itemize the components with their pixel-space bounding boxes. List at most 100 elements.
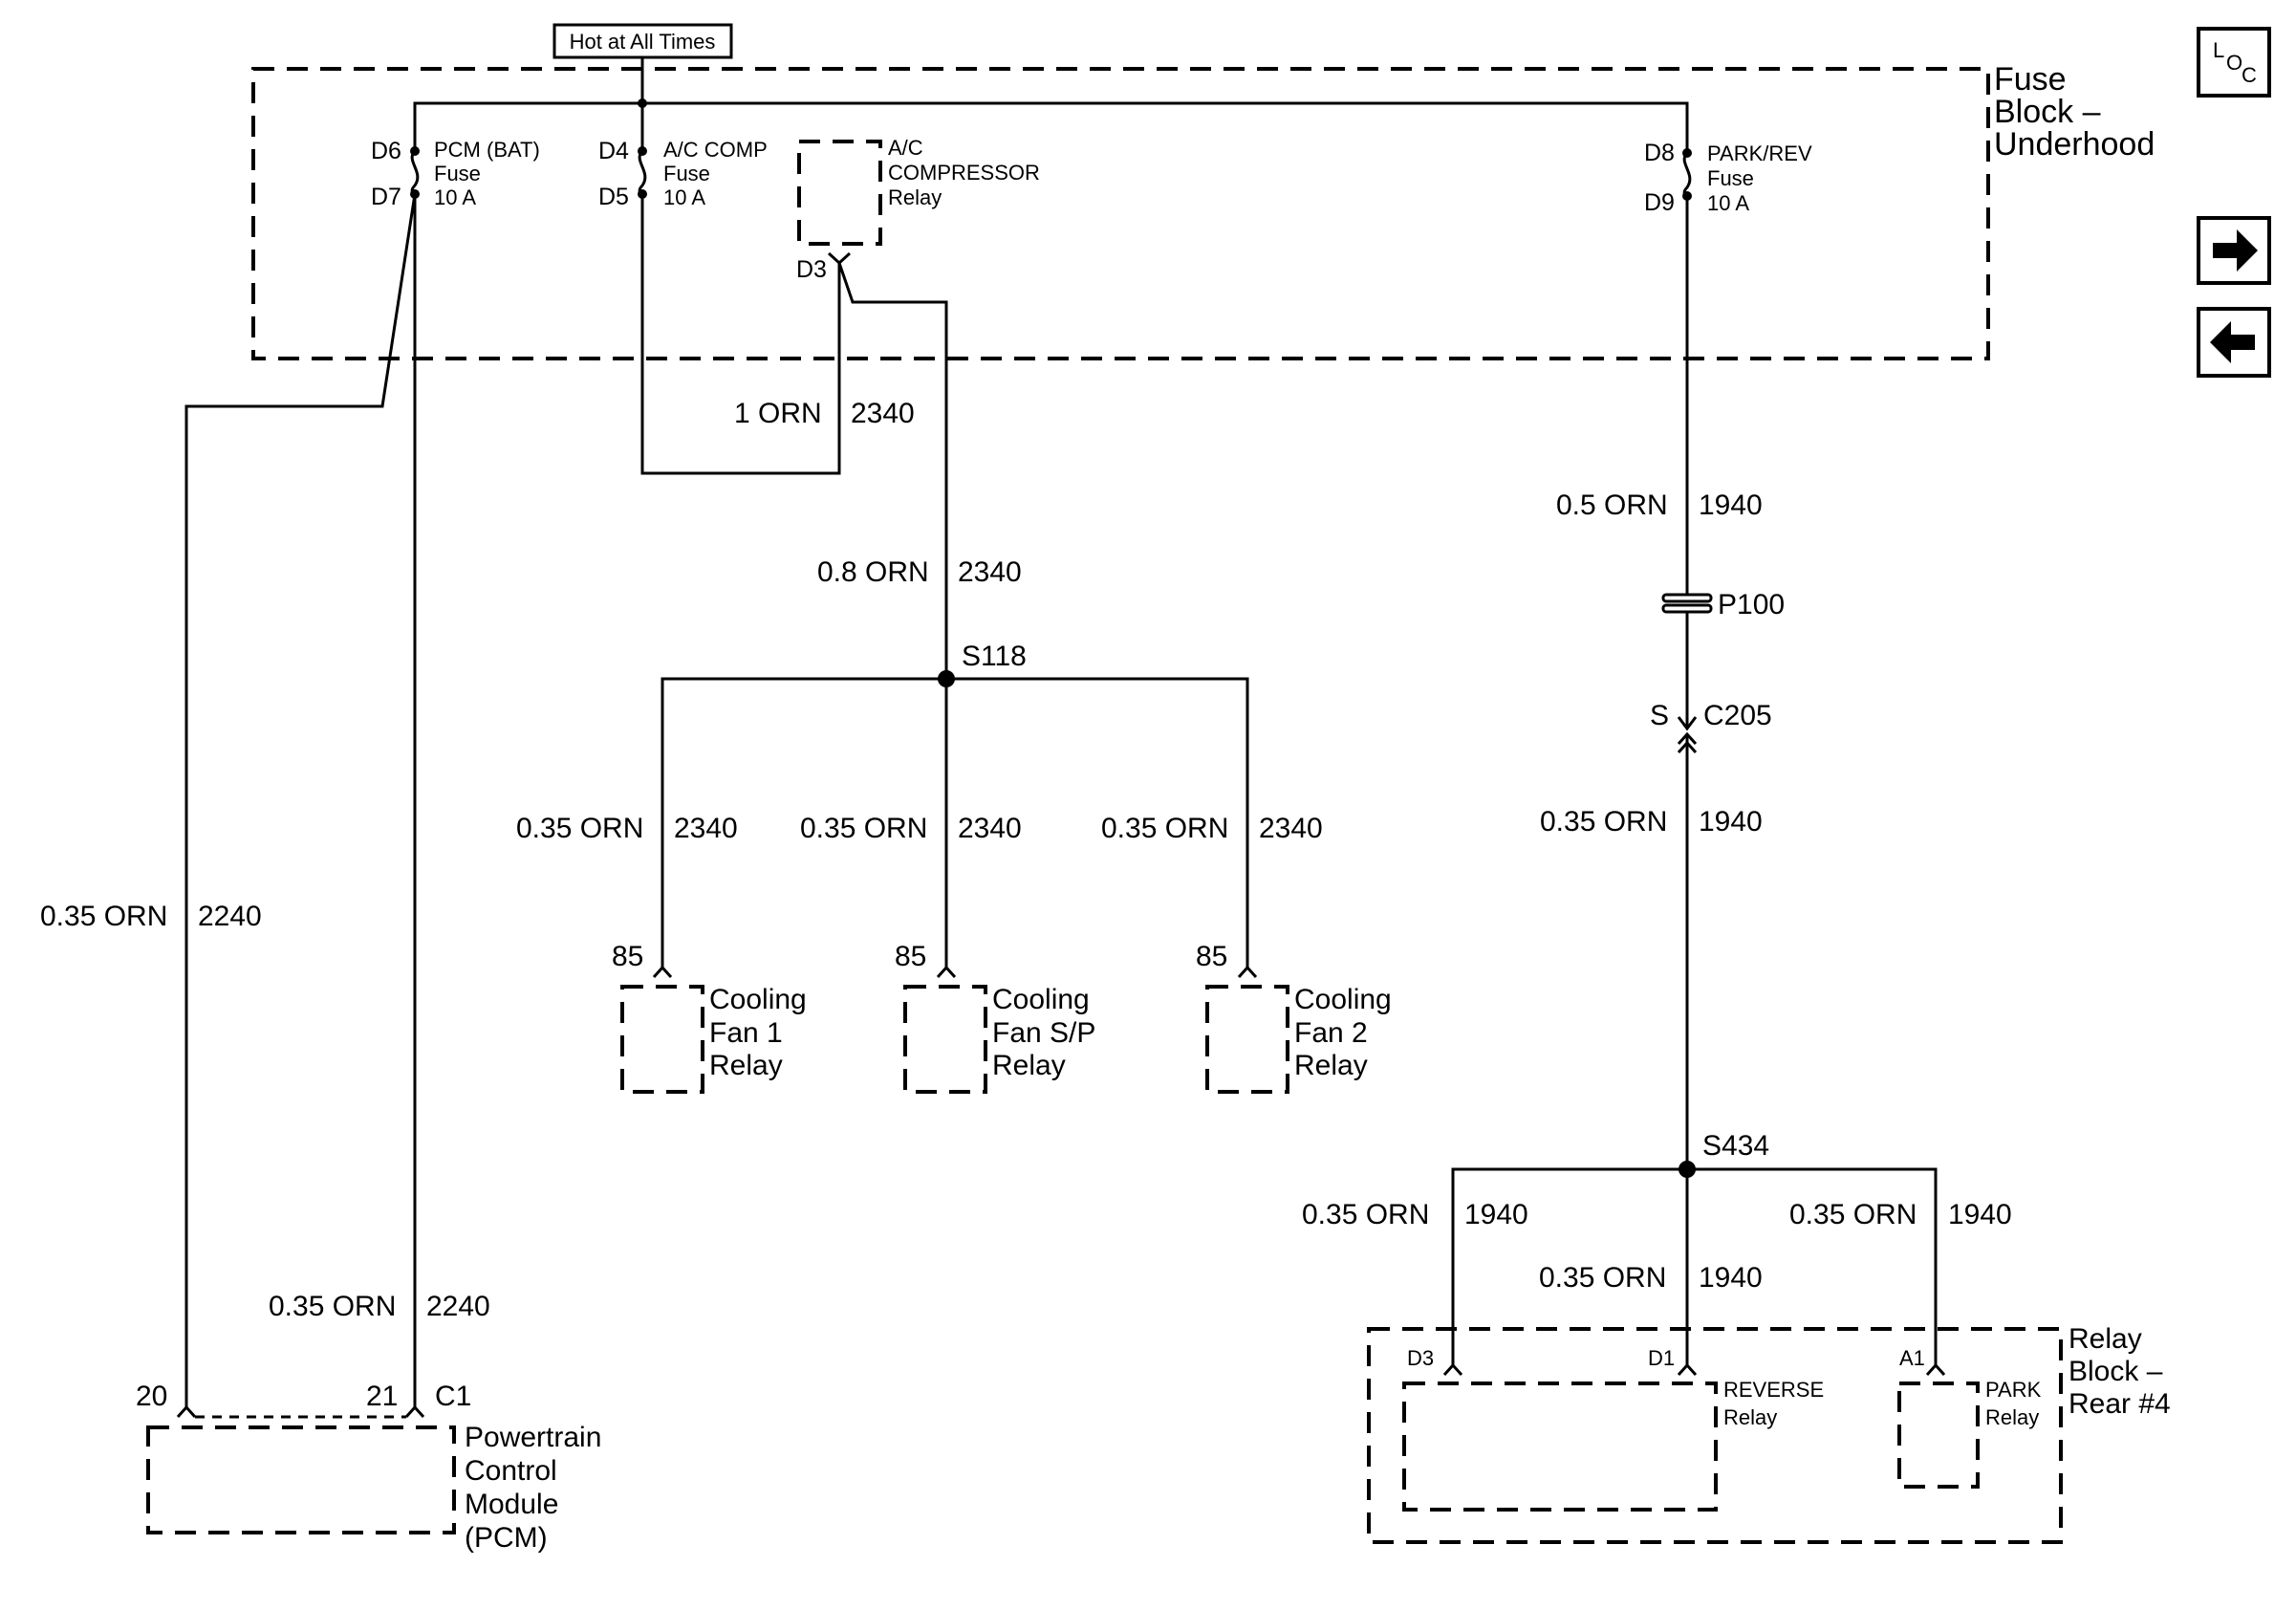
- circuit-label-acloop: 2340: [851, 398, 915, 429]
- relay-block-rear-4: [1367, 1327, 2063, 1544]
- fuse-pcm-bat: D6 D7 PCM (BAT) Fuse 10 A: [371, 138, 540, 210]
- ac-relay-output-wire: [837, 262, 948, 679]
- svg-text:Fuse: Fuse: [434, 162, 481, 185]
- pcm-battery-wire-left: [184, 193, 417, 1407]
- svg-text:Relay: Relay: [1723, 1405, 1777, 1429]
- circuit-label-fansp: 2340: [958, 813, 1022, 844]
- svg-text:Block –: Block –: [2069, 1356, 2163, 1387]
- wire-label-fan1: 0.35 ORN: [516, 813, 643, 844]
- svg-text:Cooling: Cooling: [1294, 984, 1392, 1015]
- svg-text:D3: D3: [1407, 1346, 1434, 1370]
- svg-text:Cooling: Cooling: [992, 984, 1090, 1015]
- svg-text:Hot at All Times: Hot at All Times: [570, 30, 716, 54]
- svg-text:Fan 2: Fan 2: [1294, 1017, 1368, 1049]
- svg-text:PCM (BAT): PCM (BAT): [434, 138, 540, 162]
- svg-text:Block –: Block –: [1994, 94, 2101, 130]
- svg-text:Control: Control: [465, 1455, 557, 1487]
- svg-text:PARK: PARK: [1985, 1378, 2042, 1402]
- arrow-right-icon[interactable]: [2197, 216, 2271, 285]
- svg-text:Module: Module: [465, 1489, 558, 1520]
- svg-text:C205: C205: [1703, 700, 1772, 731]
- svg-text:20: 20: [136, 1381, 167, 1412]
- svg-text:Relay: Relay: [888, 185, 942, 209]
- svg-text:(PCM): (PCM): [465, 1522, 548, 1554]
- wire-label-park-mid: 0.35 ORN: [1540, 806, 1667, 838]
- svg-text:A/C COMP: A/C COMP: [663, 138, 768, 162]
- splice-s118-label: S118: [962, 641, 1027, 672]
- arrow-left-icon[interactable]: [2197, 307, 2271, 378]
- svg-text:COMPRESSOR: COMPRESSOR: [888, 161, 1040, 185]
- svg-text:Relay: Relay: [992, 1050, 1066, 1081]
- svg-text:Relay: Relay: [2069, 1323, 2142, 1355]
- wire-label-ac-out: 0.8 ORN: [817, 556, 929, 588]
- svg-text:D7: D7: [371, 184, 401, 210]
- circuit-label-s434-left: 1940: [1464, 1199, 1528, 1230]
- svg-text:D8: D8: [1644, 140, 1675, 166]
- fuse-park-rev: D8 D9 PARK/REV Fuse 10 A: [1644, 140, 1812, 216]
- cooling-fan-2-relay: 85 Cooling Fan 2 Relay: [1196, 941, 1392, 1094]
- svg-text:P100: P100: [1718, 589, 1785, 620]
- fuse-ac-comp: D4 D5 A/C COMP Fuse 10 A: [598, 103, 768, 210]
- circuit-label-ac-out: 2340: [958, 556, 1022, 588]
- svg-text:D1: D1: [1648, 1346, 1675, 1370]
- wire-label-pcm-left: 0.35 ORN: [40, 901, 167, 932]
- svg-text:Fuse: Fuse: [1994, 61, 2067, 98]
- circuit-label-pcm-left: 2240: [198, 901, 262, 932]
- svg-text:D9: D9: [1644, 189, 1675, 216]
- svg-text:L: L: [2213, 38, 2224, 62]
- circuit-label-s434-center: 1940: [1699, 1262, 1763, 1294]
- wire-label-park-top: 0.5 ORN: [1556, 490, 1668, 521]
- svg-text:Fan S/P: Fan S/P: [992, 1017, 1095, 1049]
- svg-text:D4: D4: [598, 138, 629, 164]
- svg-text:Powertrain: Powertrain: [465, 1422, 601, 1453]
- wire-label-pcm-right: 0.35 ORN: [269, 1291, 396, 1322]
- ac-compressor-relay: A/C COMPRESSOR Relay D3: [796, 136, 1040, 283]
- connector-c205: S C205: [1650, 700, 1772, 754]
- svg-text:85: 85: [612, 941, 643, 972]
- svg-text:S: S: [1650, 700, 1669, 731]
- wire-label-s434-center: 0.35 ORN: [1539, 1262, 1666, 1294]
- svg-text:85: 85: [1196, 941, 1227, 972]
- svg-text:10 A: 10 A: [434, 185, 476, 209]
- svg-text:Fuse: Fuse: [663, 162, 710, 185]
- loc-icon[interactable]: L O C: [2197, 27, 2271, 98]
- wire-label-fansp: 0.35 ORN: [800, 813, 927, 844]
- ac-comp-loop-wire: [640, 194, 841, 475]
- svg-text:A1: A1: [1899, 1346, 1925, 1370]
- svg-text:10 A: 10 A: [663, 185, 705, 209]
- svg-text:Cooling: Cooling: [709, 984, 807, 1015]
- circuit-label-s434-right: 1940: [1948, 1199, 2012, 1230]
- svg-text:Underhood: Underhood: [1994, 126, 2155, 163]
- svg-text:21: 21: [366, 1381, 398, 1412]
- cooling-fan-1-relay: 85 Cooling Fan 1 Relay: [612, 941, 807, 1094]
- splice-s434-label: S434: [1702, 1130, 1769, 1162]
- fuse-block-title: Fuse Block – Underhood: [1994, 61, 2155, 163]
- svg-text:Relay: Relay: [709, 1050, 783, 1081]
- svg-text:Relay: Relay: [1985, 1405, 2039, 1429]
- svg-text:REVERSE: REVERSE: [1723, 1378, 1824, 1402]
- wire-label-fan2: 0.35 ORN: [1101, 813, 1228, 844]
- s434-branch-wire: [1451, 1167, 1938, 1365]
- circuit-label-fan2: 2340: [1259, 813, 1323, 844]
- svg-text:Fuse: Fuse: [1707, 166, 1754, 190]
- svg-text:D3: D3: [796, 256, 827, 283]
- svg-text:D5: D5: [598, 184, 629, 210]
- wire-label-acloop: 1 ORN: [734, 398, 822, 429]
- wire-label-s434-right: 0.35 ORN: [1789, 1199, 1917, 1230]
- svg-text:D6: D6: [371, 138, 401, 164]
- reverse-relay: REVERSE Relay: [1402, 1378, 1824, 1512]
- relay-block-pins: D3 D1 A1: [1407, 1346, 1946, 1377]
- s118-branch-wire: [661, 677, 1249, 968]
- svg-text:10 A: 10 A: [1707, 191, 1749, 215]
- svg-text:Relay: Relay: [1294, 1050, 1368, 1081]
- circuit-label-fan1: 2340: [674, 813, 738, 844]
- svg-text:PARK/REV: PARK/REV: [1707, 141, 1812, 165]
- relay-block-title: Relay Block – Rear #4: [2069, 1323, 2171, 1420]
- svg-text:Rear #4: Rear #4: [2069, 1388, 2171, 1420]
- svg-text:A/C: A/C: [888, 136, 923, 160]
- svg-text:85: 85: [895, 941, 926, 972]
- cooling-fan-sp-relay: 85 Cooling Fan S/P Relay: [895, 941, 1095, 1094]
- connector-p100: P100: [1661, 585, 1785, 707]
- fuse-bus-bar: [413, 101, 1689, 153]
